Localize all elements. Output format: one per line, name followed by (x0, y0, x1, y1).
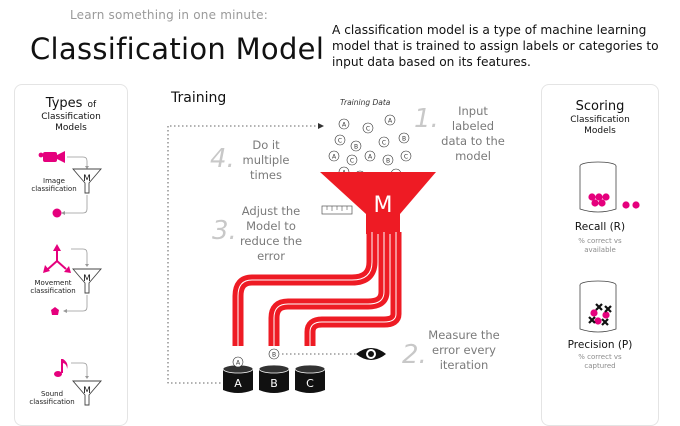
svg-text:M: M (83, 386, 91, 396)
main-funnel: M (320, 172, 436, 234)
data-ball: C (400, 150, 412, 162)
data-ball: A (328, 150, 340, 162)
music-note-icon (54, 359, 68, 377)
scoring-title: Scoring (575, 99, 625, 114)
scoring-panel: Scoring Classification Models (541, 84, 659, 426)
funnel-letter: M (374, 193, 393, 218)
data-ball-letter: C (404, 153, 408, 160)
recall-description: % correct vs available (578, 237, 622, 254)
page-title: Classification Model (30, 32, 325, 66)
funnel-icon: M (72, 168, 102, 194)
step-4-number: 4. (210, 144, 235, 174)
step-1-number: 1. (414, 104, 439, 134)
scoring-subtitle: Classification Models (570, 115, 630, 136)
step-1-text: Input labeled data to the model (441, 104, 505, 163)
precision-x-marks (588, 303, 612, 326)
svg-text:M: M (83, 274, 91, 284)
step-3-text: Adjust the Model to reduce the error (239, 204, 303, 263)
bucket-c: C (294, 364, 326, 393)
data-ball-letter: C (382, 139, 386, 146)
types-panel: Types of Classification Models M (14, 84, 128, 426)
training-data-balls: ACACBCBACABCABC (328, 114, 412, 182)
recall-jar (579, 161, 640, 213)
pipe-highlights (237, 232, 397, 346)
ruler-icon (321, 205, 353, 215)
description-text: A classification model is a type of mach… (332, 23, 659, 69)
data-ball-letter: B (402, 135, 406, 142)
data-ball-letter: A (368, 153, 373, 160)
step-4-text: Do it multiple times (242, 138, 290, 182)
training-diagram: ACACBCBACABCABC M ABC A B (167, 114, 436, 393)
bucket-a: A (222, 364, 254, 393)
data-ball-letter: B (354, 143, 358, 150)
bucket-b: B (258, 364, 290, 393)
funnel-icon: M (72, 380, 102, 406)
pentagon-output (51, 307, 59, 315)
types-illustrations: M M M (38, 151, 102, 406)
types-panel-title: Types of Classification Models (15, 95, 127, 134)
image-classification-label: Image classification (31, 177, 77, 193)
training-data-label: Training Data (340, 98, 391, 107)
data-ball-letter: C (338, 137, 342, 144)
svg-text:A: A (236, 360, 241, 367)
types-title-big: Types (45, 96, 83, 111)
sound-classification-label: Sound classification (29, 390, 75, 406)
training-title: Training (171, 90, 227, 106)
loop-dotted-line (167, 126, 228, 384)
data-ball-letter: A (332, 153, 337, 160)
data-ball: A (364, 150, 376, 162)
step-2-number: 2. (402, 340, 427, 370)
bucket-label: C (306, 377, 314, 390)
data-ball: C (346, 154, 358, 166)
data-ball-letter: A (388, 117, 393, 124)
recall-label: Recall (R) (574, 221, 626, 233)
precision-description: % correct vs captured (578, 353, 622, 370)
data-ball-letter: B (386, 157, 390, 164)
bucket-label: B (270, 377, 278, 390)
data-ball-letter: C (350, 157, 354, 164)
data-ball-letter: C (366, 125, 370, 132)
data-ball: A (338, 118, 350, 130)
data-ball: B (382, 154, 394, 166)
data-ball: B (398, 132, 410, 144)
connector-arrow (67, 156, 88, 167)
svg-text:B: B (272, 352, 276, 359)
data-ball: A (384, 114, 396, 126)
bucket-ball-b: B (268, 348, 280, 360)
data-ball: C (362, 122, 374, 134)
funnel-letter: M (83, 174, 91, 184)
data-ball-letter: A (342, 121, 347, 128)
bucket-ball-a: A (232, 356, 244, 368)
data-ball: C (378, 136, 390, 148)
movement-arrows-icon (43, 244, 71, 273)
types-title-rest: Classification Models (41, 112, 101, 133)
precision-jar (579, 280, 617, 333)
scoring-illustrations (579, 161, 640, 333)
precision-label: Precision (P) (567, 339, 633, 351)
types-title-of: of (87, 100, 97, 110)
funnel-icon: M (72, 268, 102, 294)
eyebrow-text: Learn something in one minute: (70, 8, 268, 22)
movement-classification-label: Movement classification (30, 279, 76, 295)
data-ball: C (334, 134, 346, 146)
step-3-number: 3. (212, 216, 237, 246)
label-buckets: A B C (222, 364, 326, 393)
bucket-label: A (234, 377, 242, 390)
data-ball: B (350, 140, 362, 152)
step-2-text: Measure the error every iteration (428, 328, 500, 372)
eye-icon (356, 348, 386, 360)
output-dot (52, 208, 62, 218)
video-camera-icon (38, 151, 65, 163)
